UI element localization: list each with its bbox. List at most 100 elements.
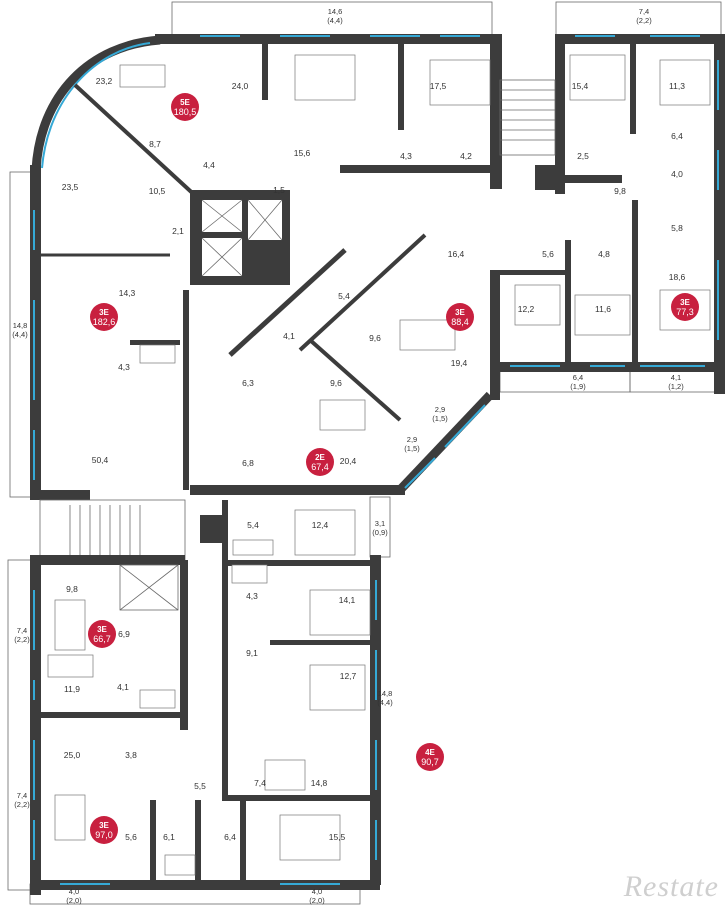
balconies — [7, 1, 722, 905]
room-area-label: 2,5 — [577, 151, 589, 161]
room-area-label: 11,9 — [64, 684, 80, 694]
room-area-label: 12,4 — [312, 520, 329, 530]
room-area-label: 6,9 — [118, 629, 130, 639]
dimension-length: 7,4 — [17, 626, 27, 635]
room-area-label: 23,5 — [62, 182, 79, 192]
room-area-label: 24,0 — [232, 81, 249, 91]
apartment-badge-circle — [671, 293, 699, 321]
apartment-area: 77,3 — [676, 307, 694, 317]
room-area-label: 18,6 — [669, 272, 686, 282]
room-area-label: 6,8 — [242, 458, 254, 468]
apartment-type: 3Е — [680, 298, 690, 307]
dimension-length: 4,0 — [312, 887, 322, 896]
dimension-depth: (2,2) — [14, 800, 30, 809]
apartment-badge-circle — [171, 93, 199, 121]
room-area-label: 9,6 — [330, 378, 342, 388]
apartment-type: 4Е — [425, 748, 435, 757]
apartment-area: 97,0 — [95, 830, 113, 840]
room-area-label: 6,3 — [242, 378, 254, 388]
room-area-label: 5,4 — [338, 291, 350, 301]
room-area-label: 5,8 — [671, 223, 683, 233]
apartment-type: 3Е — [99, 308, 109, 317]
room-area-label: 4,4 — [203, 160, 215, 170]
room-area-label: 5,6 — [125, 832, 137, 842]
apartment-badge-circle — [416, 743, 444, 771]
room-area-label: 20,4 — [340, 456, 357, 466]
dimension-length: 4,1 — [671, 373, 681, 382]
apartment-type: 3Е — [97, 625, 107, 634]
dimension-depth: (2,2) — [14, 635, 30, 644]
apartment-type: 3Е — [455, 308, 465, 317]
exterior-walls — [30, 34, 725, 895]
room-area-label: 15,5 — [329, 832, 346, 842]
dimension-labels: 14,6(4,4)7,4(2,2)14,8(4,4)6,4(1,9)4,1(1,… — [12, 7, 684, 905]
room-area-label: 5,5 — [194, 781, 206, 791]
dimension-depth: (4,4) — [12, 330, 28, 339]
room-area-label: 25,0 — [64, 750, 81, 760]
room-area-label: 6,4 — [224, 832, 236, 842]
dimension-length: 7,4 — [639, 7, 649, 16]
furniture — [47, 54, 711, 876]
apartment-type: 2Е — [315, 453, 325, 462]
room-area-label: 6,1 — [163, 832, 175, 842]
dimension-length: 3,1 — [375, 519, 385, 528]
dimension-depth: (1,9) — [570, 382, 586, 391]
room-area-label: 10,5 — [149, 186, 166, 196]
room-area-label: 23,2 — [96, 76, 113, 86]
room-area-label: 12,7 — [340, 671, 357, 681]
room-area-label: 4,0 — [671, 169, 683, 179]
apartment-badge-circle — [90, 303, 118, 331]
dimension-depth: (2,2) — [636, 16, 652, 25]
dimension-length: 7,4 — [17, 791, 27, 800]
room-area-label: 9,1 — [246, 648, 258, 658]
room-area-label: 50,4 — [92, 455, 109, 465]
dimension-length: 6,4 — [573, 373, 583, 382]
room-area-label: 4,1 — [283, 331, 295, 341]
dimension-depth: (2,0) — [309, 896, 325, 905]
dimension-depth: (4,4) — [377, 698, 393, 707]
room-area-label: 9,6 — [369, 333, 381, 343]
dimension-depth: (4,4) — [327, 16, 343, 25]
room-area-label: 12,2 — [518, 304, 535, 314]
room-area-label: 11,3 — [669, 81, 685, 91]
windows — [33, 35, 719, 885]
room-area-label: 11,6 — [595, 304, 611, 314]
room-area-label: 5,4 — [247, 520, 259, 530]
room-area-label: 17,5 — [430, 81, 447, 91]
dimension-depth: (1,5) — [432, 414, 448, 423]
room-area-label: 14,3 — [119, 288, 136, 298]
dimension-depth: (0,9) — [372, 528, 388, 537]
room-area-label: 4,2 — [460, 151, 472, 161]
room-area-label: 2,1 — [172, 226, 184, 236]
room-area-label: 7,4 — [254, 778, 266, 788]
dimension-length: 14,6 — [328, 7, 343, 16]
apartment-area: 88,4 — [451, 317, 469, 327]
apartment-area: 67,4 — [311, 462, 329, 472]
room-area-label: 4,1 — [117, 682, 129, 692]
room-area-label: 3,8 — [125, 750, 137, 760]
room-area-label: 14,8 — [311, 778, 328, 788]
apartment-badge-circle — [306, 448, 334, 476]
apartment-area: 90,7 — [421, 757, 439, 767]
dimension-depth: (1,2) — [668, 382, 684, 391]
room-area-label: 19,4 — [451, 358, 468, 368]
apartment-type: 5Е — [180, 98, 190, 107]
room-area-label: 1,5 — [273, 185, 285, 195]
dimension-length: 2,9 — [407, 435, 417, 444]
apartment-badge-circle — [446, 303, 474, 331]
dimension-length: 2,9 — [435, 405, 445, 414]
apartment-badge-circle — [90, 816, 118, 844]
room-area-label: 4,8 — [598, 249, 610, 259]
room-area-label: 14,1 — [339, 595, 356, 605]
room-area-label: 9,8 — [614, 186, 626, 196]
apartment-badges: 5Е180,53Е182,63Е88,43Е77,32Е67,43Е66,74Е… — [88, 93, 699, 844]
room-area-label: 16,4 — [448, 249, 465, 259]
